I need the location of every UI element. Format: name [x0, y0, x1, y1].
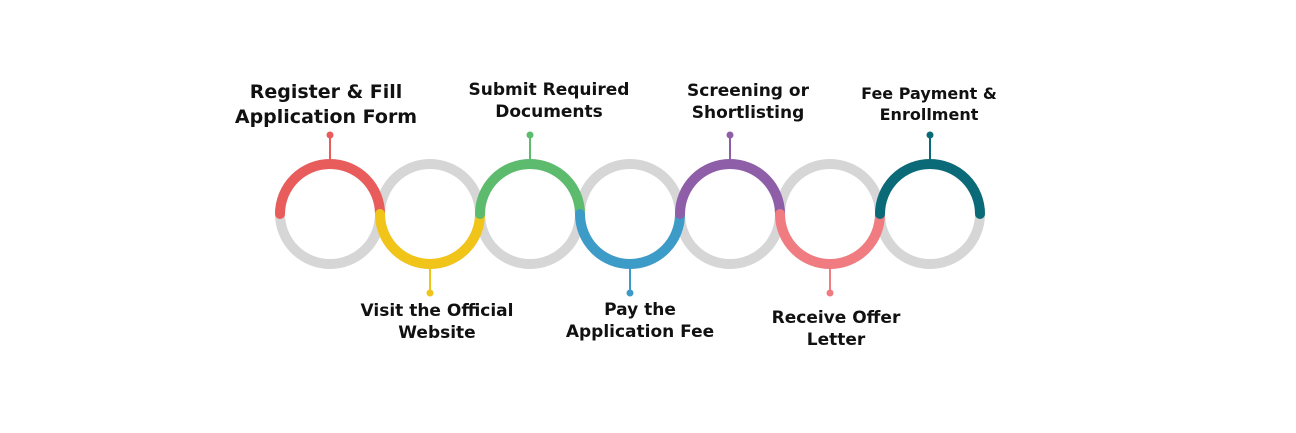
step-4-connector-dot: [626, 289, 634, 297]
colored-arcs: [275, 159, 985, 269]
step-5-arc: [675, 159, 785, 219]
step-5-label: Screening or Shortlisting: [687, 81, 809, 124]
step-1-arc: [275, 159, 385, 219]
step-2-arc: [375, 209, 485, 269]
step-7-label: Fee Payment & Enrollment: [861, 84, 997, 124]
step-3-connector-dot: [526, 131, 534, 139]
connectors: [326, 131, 934, 297]
step-6-arc: [775, 209, 885, 269]
step-3-label: Submit Required Documents: [468, 80, 630, 123]
step-4-arc: [575, 209, 685, 269]
step-7-arc: [875, 159, 985, 219]
step-2-label: Visit the Official Website: [360, 301, 514, 344]
step-6-label: Receive Offer Letter: [771, 308, 901, 351]
step-6-connector-dot: [826, 289, 834, 297]
step-7-connector-dot: [926, 131, 934, 139]
step-2-connector-dot: [426, 289, 434, 297]
step-5-connector-dot: [726, 131, 734, 139]
step-4-label: Pay the Application Fee: [565, 300, 715, 343]
step-1-connector-dot: [326, 131, 334, 139]
step-3-arc: [475, 159, 585, 219]
step-1-label: Register & Fill Application Form: [234, 81, 418, 128]
